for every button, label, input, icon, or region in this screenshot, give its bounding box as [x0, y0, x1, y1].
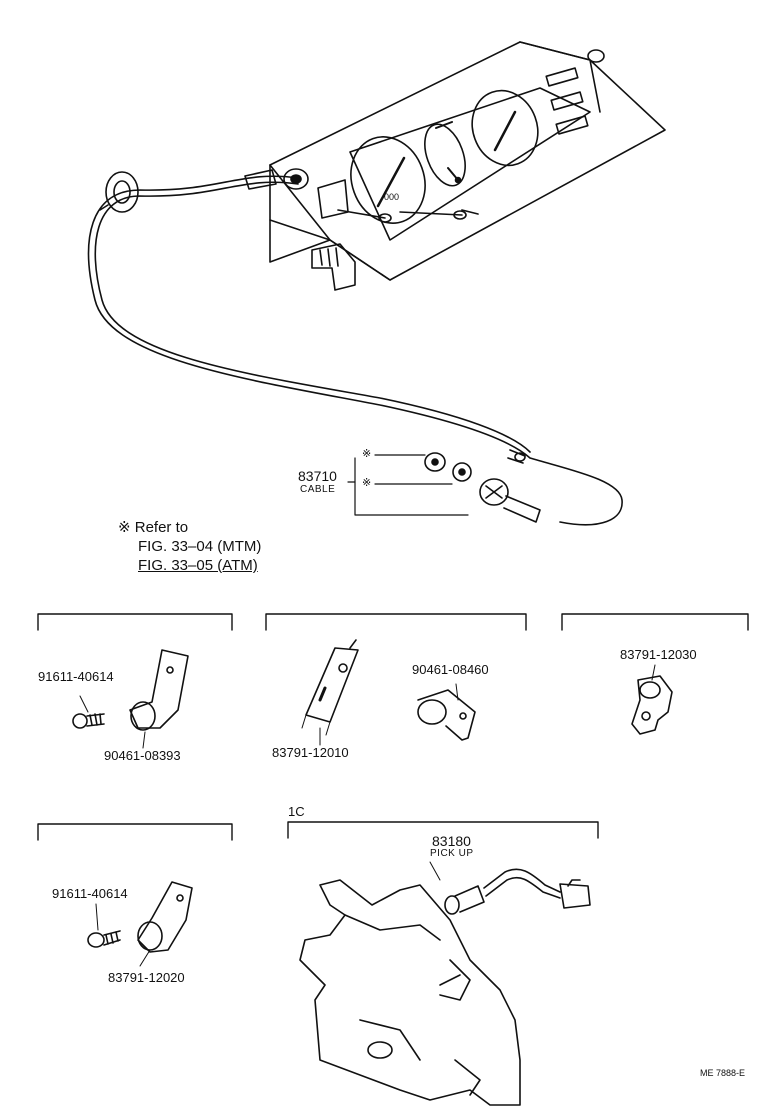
drawing-code: ME 7888-E: [700, 1068, 746, 1078]
box2-clamp-part: 90461-08460: [412, 662, 489, 677]
cable-leader: [348, 455, 468, 515]
section-brackets: [38, 614, 748, 840]
box3-clamp-part: 83791-12030: [620, 647, 697, 662]
refer-to-note: ※ Refer to: [118, 519, 189, 536]
speedometer-cable: [89, 169, 623, 525]
box1-parts: [73, 650, 188, 748]
box4-bolt-part: 91611-40614: [52, 886, 128, 901]
pickup-part-number: 83180: [432, 833, 471, 849]
pickup-part-name: PICK UP: [430, 848, 474, 859]
box3-parts: [632, 665, 672, 734]
box4-parts: [88, 882, 192, 966]
refer-fig-atm: FIG. 33–05 (ATM): [138, 557, 258, 574]
svg-text:000: 000: [384, 192, 399, 202]
note-mark-lower: ※: [362, 477, 372, 489]
instrument-cluster: 000: [270, 42, 665, 290]
transmission-assembly: [300, 862, 590, 1105]
refer-fig-mtm: FIG. 33–04 (MTM): [138, 538, 262, 555]
box1-bolt-part: 91611-40614: [38, 669, 114, 684]
cable-part-name: CABLE: [300, 484, 336, 495]
note-mark-upper: ※: [362, 448, 372, 460]
box2-bracket-part: 83791-12010: [272, 745, 349, 760]
cable-part-number: 83710: [298, 468, 337, 484]
section-1c-label: 1C: [288, 804, 305, 819]
box1-clamp-part: 90461-08393: [104, 748, 181, 763]
box2-parts: [302, 640, 475, 745]
box4-clamp-part: 83791-12020: [108, 970, 185, 985]
